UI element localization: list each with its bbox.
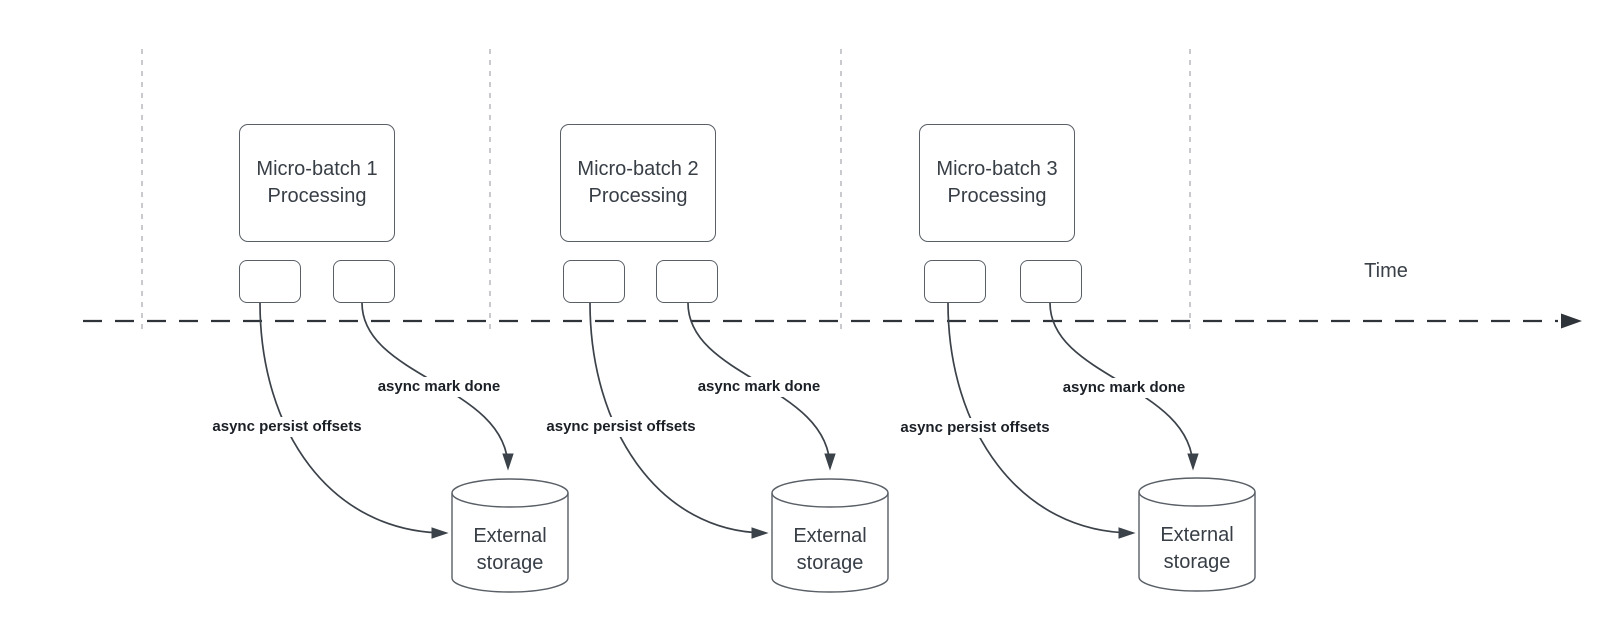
cylinder-shape-icon [771,478,889,593]
micro-batch-2-offsets-task-rect [563,260,625,303]
storage-label-line1: External [1160,523,1234,546]
micro-batch-2-done-task-rect [656,260,718,303]
external-storage-cylinder-3: External storage [1138,477,1256,592]
persist-offsets-label-2: async persist offsets [543,417,699,437]
time-axis [83,313,1582,329]
cylinder-shape-icon [1138,477,1256,592]
box-title-line2: Processing [267,185,367,207]
persist-offsets-connector-1 [259,302,449,539]
storage-label-line1: External [473,524,547,547]
micro-batch-3-done-task-rect [1020,260,1082,303]
mark-done-label-2: async mark done [694,377,824,397]
box-title-line1: Micro-batch 3 [936,158,1058,180]
persist-offsets-label-1: async persist offsets [209,417,365,437]
box-title-line2: Processing [588,185,688,207]
box-title-line2: Processing [947,185,1047,207]
external-storage-cylinder-2: External storage [771,478,889,593]
micro-batch-3-offsets-task-rect [924,260,986,303]
box-title-line1: Micro-batch 2 [577,158,699,180]
persist-offsets-label-3: async persist offsets [897,418,1053,438]
mark-done-label-3: async mark done [1059,378,1189,398]
mark-done-label-1: async mark done [374,377,504,397]
micro-batch-3-processing-box: Micro-batch 3 Processing [919,124,1075,242]
micro-batch-1-processing-box: Micro-batch 1 Processing [239,124,395,242]
external-storage-cylinder-1: External storage [451,478,569,593]
persist-offsets-connector-3 [947,302,1136,539]
micro-batch-2-processing-box: Micro-batch 2 Processing [560,124,716,242]
cylinder-shape-icon [451,478,569,593]
persist-offsets-connector-2 [589,302,769,539]
time-axis-arrowhead-icon [1561,313,1582,329]
storage-label-line1: External [793,524,867,547]
storage-label-line2: storage [1163,550,1231,573]
storage-label-line2: storage [796,551,864,574]
micro-batch-1-done-task-rect [333,260,395,303]
box-title-line1: Micro-batch 1 [256,158,378,180]
micro-batch-1-offsets-task-rect [239,260,301,303]
time-axis-label: Time [1364,260,1408,282]
storage-label-line2: storage [476,551,544,574]
